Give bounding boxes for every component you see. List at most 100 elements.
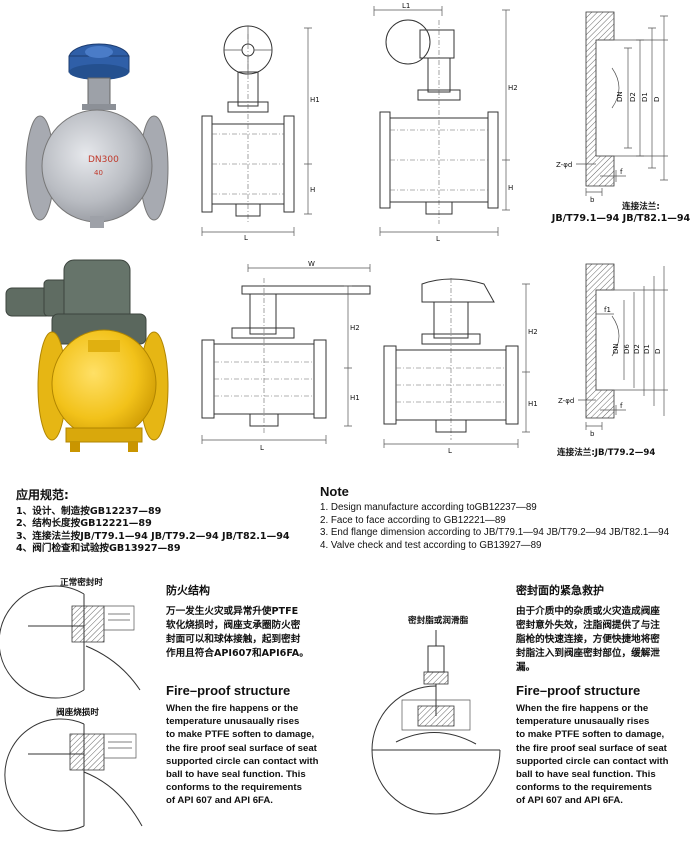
emergency-en-line: temperature unusaually rises: [516, 716, 650, 728]
dim-label-h1: H1: [528, 400, 538, 408]
fireproof-en-line: supported circle can contact with: [166, 755, 319, 767]
drawing-gear-valve-front: L1 H2 H L: [362, 0, 522, 244]
emergency-cn-line: 脂枪的快速连接，方便快捷地将密: [516, 634, 660, 645]
diagram-normal-seal: [0, 585, 144, 699]
spec-cn-section: 应用规范: 1、设计、制造按GB12237—89 2、结构长度按GB12221—…: [16, 486, 316, 556]
dim-label-d1: D1: [641, 92, 649, 102]
note-en-title: Note: [320, 484, 349, 499]
spec-cn-item: 4、阀门检查和试验按GB13927—89: [16, 543, 181, 555]
drawing-gear-valve-side: H1 H L: [186, 14, 326, 244]
flange-bottom-caption: 连接法兰:JB/T79.2—94: [557, 448, 656, 458]
photo-actuated-ball-valve: [4, 258, 180, 454]
dim-label-b: b: [590, 430, 595, 438]
flange-top-standard: JB/T79.1—94 JB/T82.1—94: [551, 213, 691, 224]
fireproof-cn-title: 防火结构: [166, 584, 210, 597]
photo-gear-operated-ball-valve: DN300 40: [22, 38, 172, 238]
emergency-cn-title: 密封面的紧急救护: [516, 584, 604, 597]
emergency-cn-line: 封脂注入到阀座密封部位，缓解泄: [516, 648, 660, 659]
dim-label-d: D: [654, 349, 662, 354]
dim-label-l: L: [260, 444, 264, 452]
emergency-en-line: to make PTFE soften to damage,: [516, 729, 665, 741]
drawing-lever-valve-front: H2 H1 L: [376, 272, 538, 455]
emergency-en-line: supported circle can contact with: [516, 755, 669, 767]
fireproof-en-line: temperature unusaually rises: [166, 716, 300, 728]
spec-cn-item: 2、结构长度按GB12221—89: [16, 518, 152, 530]
dim-label-h2: H2: [528, 328, 538, 336]
fireproof-section: 防火结构 万一发生火灾或异常升使PTFE 软化烧损时，阀座支承圈防火密 封面可以…: [166, 582, 336, 808]
dim-label-h: H: [310, 186, 315, 194]
dim-label-d1: D1: [643, 344, 651, 354]
spec-cn-item: 1、设计、制造按GB12237—89: [16, 506, 162, 517]
fireproof-cn-line: 软化烧损时，阀座支承圈防火密: [166, 620, 301, 631]
dim-label-z-phi-d: Z-φd: [556, 161, 572, 169]
fireproof-en-line: the fire proof seal surface of seat: [166, 742, 317, 754]
note-en-item: 3. End flange dimension according to JB/…: [320, 527, 670, 539]
flange-top-caption: 连接法兰:: [622, 202, 660, 212]
dim-label-l: L: [436, 235, 440, 243]
emergency-en-line: of API 607 and API 6FA.: [516, 795, 623, 807]
emergency-en-line: the fire proof seal surface of seat: [516, 742, 667, 754]
note-en-item: 1. Design manufacture according toGB1223…: [320, 502, 537, 513]
dim-label-f1: f1: [604, 306, 611, 314]
dim-label-d2: D2: [633, 344, 641, 354]
flange-detail-bottom: DN D6 D2 D1 D f1 Z-φd f b: [556, 260, 686, 440]
dim-label-h2: H2: [350, 324, 360, 332]
fireproof-en-title: Fire–proof structure: [166, 683, 291, 698]
dim-label-d2: D2: [629, 92, 637, 102]
flange-detail-top: DN D2 D1 D Z-φd f b: [556, 8, 686, 204]
fireproof-en-body: When the fire happens or the temperature…: [166, 702, 336, 808]
emergency-en-body: When the fire happens or the temperature…: [516, 702, 696, 808]
dim-label-w: W: [308, 260, 315, 268]
gear-valve-illustration: DN300 40: [25, 43, 169, 228]
dim-label-l1: L1: [402, 2, 410, 10]
dim-label-f: f: [620, 168, 623, 176]
fireproof-cn-line: 封面可以和球体接触，起到密封: [166, 634, 301, 645]
dim-label-dn: DN: [616, 91, 624, 102]
dim-label-h1: H1: [310, 96, 320, 104]
note-en-section: Note 1. Design manufacture according toG…: [320, 484, 696, 552]
dim-label-h2: H2: [508, 84, 518, 92]
dim-label-l: L: [448, 447, 452, 455]
fireproof-cn-line: 作用且符合API607和API6FA。: [166, 648, 309, 659]
spec-cn-title: 应用规范:: [16, 488, 69, 502]
dim-label-d: D: [653, 97, 661, 102]
emergency-section: 密封面的紧急救护 由于介质中的杂质或火灾造成阀座 密封意外失效，注脂阀提供了与注…: [516, 582, 696, 808]
dim-label-d6: D6: [623, 344, 631, 354]
fireproof-en-line: When the fire happens or the: [166, 703, 299, 714]
emergency-en-line: When the fire happens or the: [516, 703, 649, 714]
drawing-lever-valve-side: W H2 H1 L: [196, 258, 374, 454]
note-en-item: 4. Valve check and test according to GB1…: [320, 539, 542, 551]
spec-cn-item: 3、连接法兰按JB/T79.1—94 JB/T79.2—94 JB/T82.1—…: [16, 530, 290, 542]
dim-label-h1: H1: [350, 394, 360, 402]
label-sealant-grease: 密封脂或润滑脂: [408, 616, 469, 626]
note-en-list: 1. Design manufacture according toGB1223…: [320, 502, 696, 552]
fireproof-en-line: to make PTFE soften to damage,: [166, 729, 315, 741]
emergency-cn-line: 由于介质中的杂质或火灾造成阀座: [516, 606, 660, 617]
emergency-en-title: Fire–proof structure: [516, 683, 641, 698]
dim-label-f: f: [620, 402, 623, 410]
dim-label-h: H: [508, 184, 513, 192]
fireproof-en-line: conforms to the requirements: [166, 782, 302, 794]
valve-size-marking: DN300: [88, 155, 119, 165]
emergency-en-line: conforms to the requirements: [516, 782, 652, 794]
fireproof-cn-line: 万一发生火灾或异常升使PTFE: [166, 606, 299, 617]
fireproof-cn-body: 万一发生火灾或异常升使PTFE 软化烧损时，阀座支承圈防火密 封面可以和球体接触…: [166, 605, 336, 661]
label-seat-damaged: 阀座烧损时: [56, 708, 99, 718]
fireproof-en-line: of API 607 and API 6FA.: [166, 795, 273, 807]
dim-label-dn: DN: [612, 343, 620, 354]
dim-label-b: b: [590, 196, 595, 204]
diagram-sealant-injection: [366, 626, 506, 815]
valve-rating-marking: 40: [94, 169, 103, 177]
dim-label-l: L: [244, 234, 248, 242]
diagram-damaged-seal: [4, 718, 144, 832]
fireproof-en-line: ball to have seal function. This: [166, 769, 306, 781]
emergency-en-line: ball to have seal function. This: [516, 769, 656, 781]
emergency-cn-line: 密封意外失效，注脂阀提供了与注: [516, 620, 660, 631]
emergency-cn-line: 漏。: [516, 662, 536, 673]
yellow-valve-illustration: [5, 259, 169, 452]
note-en-item: 2. Face to face according to GB12221—89: [320, 514, 506, 526]
dim-label-z-phi-d: Z-φd: [558, 397, 574, 405]
label-normal-seal: 正常密封时: [60, 578, 103, 588]
spec-cn-list: 1、设计、制造按GB12237—89 2、结构长度按GB12221—89 3、连…: [16, 506, 316, 556]
emergency-cn-body: 由于介质中的杂质或火灾造成阀座 密封意外失效，注脂阀提供了与注 脂枪的快速连接，…: [516, 605, 696, 675]
